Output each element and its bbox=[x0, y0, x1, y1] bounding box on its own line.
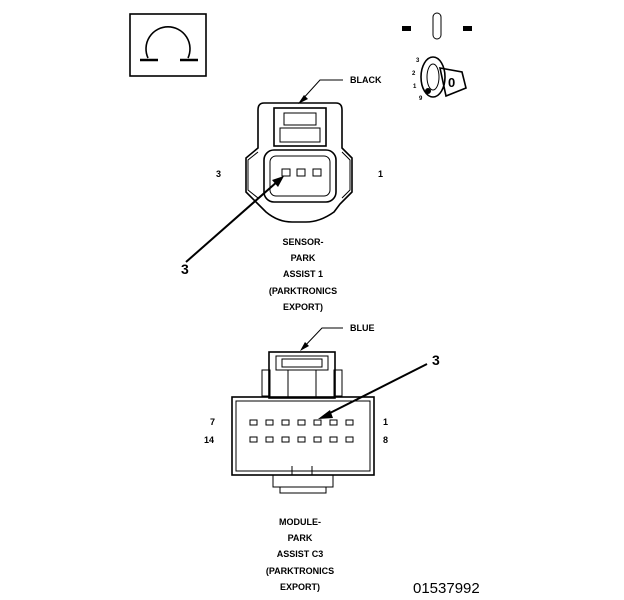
sensor-connector: BLACK 3 1 3 SENSOR- PARK ASSIST 1 (PARKT… bbox=[181, 75, 383, 312]
module-caption-line-4: (PARKTRONICS bbox=[266, 566, 334, 576]
module-pin-1-label: 1 bbox=[383, 417, 388, 427]
key-position-2: 2 bbox=[412, 71, 416, 77]
module-caption-line-5: EXPORT) bbox=[280, 582, 320, 592]
sensor-caption: SENSOR- PARK ASSIST 1 (PARKTRONICS EXPOR… bbox=[269, 237, 337, 312]
module-caption-line-3: ASSIST C3 bbox=[277, 549, 324, 559]
module-caption-line-1: MODULE- bbox=[279, 517, 321, 527]
sensor-caption-line-2: PARK bbox=[291, 253, 316, 263]
sensor-pin-1-label: 1 bbox=[378, 169, 383, 179]
sensor-callout-number: 3 bbox=[181, 261, 189, 277]
sensor-color-label: BLACK bbox=[350, 75, 382, 85]
module-pin-14-label: 14 bbox=[204, 435, 214, 445]
key-position-1: 1 bbox=[413, 84, 417, 90]
module-pin-8-label: 8 bbox=[383, 435, 388, 445]
sensor-caption-line-1: SENSOR- bbox=[282, 237, 323, 247]
key-position-9: 9 bbox=[419, 96, 423, 102]
module-connector: BLUE 7 1 14 8 bbox=[204, 323, 440, 592]
module-caption: MODULE- PARK ASSIST C3 (PARKTRONICS EXPO… bbox=[266, 517, 334, 592]
module-color-label: BLUE bbox=[350, 323, 375, 333]
module-callout-number: 3 bbox=[432, 352, 440, 368]
ohmmeter-icon bbox=[129, 13, 207, 77]
sensor-caption-line-5: EXPORT) bbox=[283, 302, 323, 312]
sensor-caption-line-3: ASSIST 1 bbox=[283, 269, 323, 279]
key-label: 0 bbox=[448, 75, 455, 90]
ignition-key-icon: 3 2 1 9 0 bbox=[402, 12, 472, 102]
sensor-caption-line-4: (PARKTRONICS bbox=[269, 286, 337, 296]
figure-number: 01537992 bbox=[413, 580, 480, 597]
module-pin-7-label: 7 bbox=[210, 417, 215, 427]
module-caption-line-2: PARK bbox=[288, 533, 313, 543]
key-position-3: 3 bbox=[416, 58, 420, 64]
sensor-pin-3-label: 3 bbox=[216, 169, 221, 179]
